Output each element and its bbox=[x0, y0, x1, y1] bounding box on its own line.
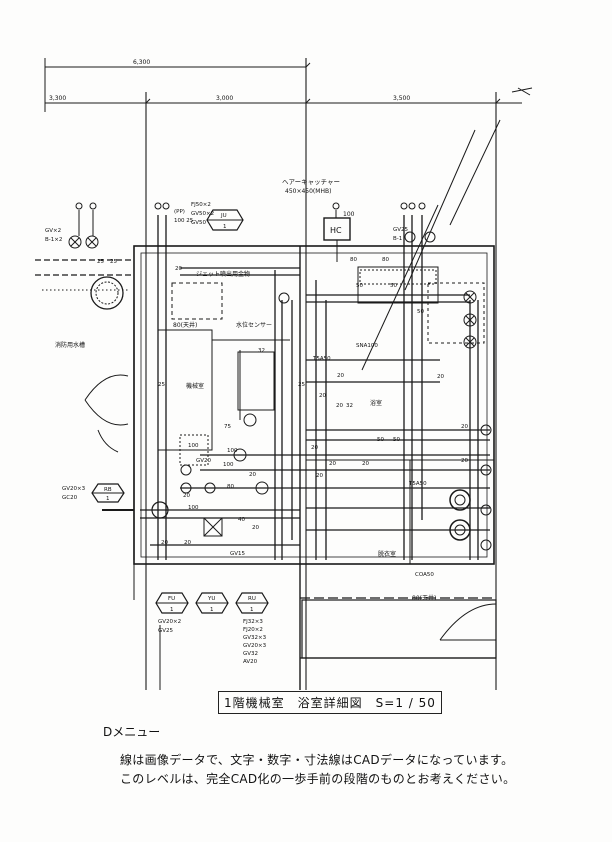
svg-text:20: 20 bbox=[161, 540, 168, 546]
svg-text:20: 20 bbox=[461, 458, 468, 464]
svg-text:25: 25 bbox=[158, 382, 165, 388]
label-fire-tank: 消防用水槽 bbox=[55, 341, 85, 349]
tag-ru-num: 1 bbox=[250, 607, 254, 613]
svg-text:20: 20 bbox=[461, 424, 468, 430]
label-b1: B-1 bbox=[393, 236, 402, 242]
tag-fu: FU bbox=[168, 596, 175, 602]
tag-ru: RU bbox=[248, 596, 256, 602]
label-jet-metal: ジェット噴出用金物 bbox=[196, 270, 250, 278]
label-hc-100: 100 bbox=[343, 211, 355, 218]
label-fu-spec-2: GV25 bbox=[158, 628, 174, 634]
svg-text:50: 50 bbox=[390, 283, 397, 289]
note-line-1: 線は画像データで、文字・数字・寸法線はCADデータになっています。 bbox=[120, 753, 514, 767]
pipe-dimension-labels: 25 25 20 80 50 50 32 50 20 20 20 32 20 2… bbox=[97, 257, 468, 546]
svg-text:20: 20 bbox=[175, 266, 182, 272]
svg-text:20: 20 bbox=[311, 445, 318, 451]
label-t5a50-b: T5A50 bbox=[408, 481, 427, 487]
svg-text:20: 20 bbox=[437, 374, 444, 380]
svg-text:25: 25 bbox=[97, 259, 104, 265]
label-gv50x2: GV50×2 bbox=[191, 211, 214, 217]
label-ru-spec-2: FJ20×2 bbox=[243, 627, 263, 633]
label-gv20: GV20 bbox=[196, 458, 212, 464]
svg-text:100: 100 bbox=[227, 448, 238, 454]
dim-3500: 3,500 bbox=[393, 95, 410, 102]
tag-ju: JU bbox=[220, 213, 227, 219]
svg-text:100: 100 bbox=[188, 505, 199, 511]
label-water-sensor: 水位センサー bbox=[236, 321, 272, 329]
label-hc: HC bbox=[330, 226, 342, 235]
svg-text:75: 75 bbox=[224, 424, 231, 430]
label-dressing-room: 脱衣室 bbox=[378, 550, 396, 558]
svg-text:20: 20 bbox=[316, 473, 323, 479]
svg-text:20: 20 bbox=[362, 461, 369, 467]
drawing-title: 1階機械室 浴室詳細図 S=1 / 50 bbox=[218, 691, 442, 714]
svg-text:20: 20 bbox=[319, 393, 326, 399]
svg-text:20: 20 bbox=[183, 493, 190, 499]
label-hair-catcher-size: 450×450(MHB) bbox=[285, 188, 331, 195]
svg-text:32: 32 bbox=[258, 348, 265, 354]
svg-text:20: 20 bbox=[184, 540, 191, 546]
label-bathroom: 浴室 bbox=[370, 399, 382, 407]
svg-text:80: 80 bbox=[382, 257, 389, 263]
label-ceiling-80: 80(天井) bbox=[173, 321, 197, 329]
svg-text:80: 80 bbox=[227, 484, 234, 490]
dim-3300: 3,300 bbox=[49, 95, 66, 102]
svg-text:50: 50 bbox=[377, 437, 384, 443]
svg-text:20: 20 bbox=[249, 472, 256, 478]
label-ru-spec-6: AV20 bbox=[243, 659, 258, 665]
label-ru-spec-3: GV32×3 bbox=[243, 635, 267, 641]
svg-text:50: 50 bbox=[356, 283, 363, 289]
svg-text:20: 20 bbox=[336, 403, 343, 409]
label-gv15: GV15 bbox=[230, 551, 246, 557]
label-gv20x3: GV20×3 bbox=[62, 486, 86, 492]
label-coa50: COA50 bbox=[415, 572, 434, 578]
label-gv50: GV50 bbox=[191, 220, 207, 226]
svg-text:25: 25 bbox=[298, 382, 305, 388]
svg-text:32: 32 bbox=[346, 403, 353, 409]
tag-rb-num: 1 bbox=[106, 496, 110, 502]
menu-label: Dメニュー bbox=[103, 725, 161, 739]
label-fj50: FJ50×2 bbox=[191, 202, 211, 208]
svg-text:50: 50 bbox=[393, 437, 400, 443]
tag-yu: YU bbox=[207, 596, 215, 602]
label-ru-spec-5: GV32 bbox=[243, 651, 258, 657]
svg-text:50: 50 bbox=[417, 309, 424, 315]
label-fu-spec-1: GV20×2 bbox=[158, 619, 181, 625]
dim-overall: 6,300 bbox=[133, 59, 150, 66]
dim-3000: 3,000 bbox=[216, 95, 233, 102]
svg-text:40: 40 bbox=[238, 517, 245, 523]
label-machine-room: 機械室 bbox=[186, 382, 204, 390]
label-t5a50-a: T5A50 bbox=[312, 356, 331, 362]
svg-text:20: 20 bbox=[337, 373, 344, 379]
label-ceiling-80b: 80(天井) bbox=[412, 594, 436, 602]
tag-fu-num: 1 bbox=[170, 607, 174, 613]
svg-text:100: 100 bbox=[223, 462, 234, 468]
svg-text:25: 25 bbox=[110, 259, 117, 265]
tag-yu-num: 1 bbox=[210, 607, 214, 613]
label-ru-spec-4: GV20×3 bbox=[243, 643, 267, 649]
label-b1-x2: B-1×2 bbox=[45, 237, 62, 243]
label-hair-catcher: ヘアーキャッチャー bbox=[282, 178, 340, 186]
svg-text:20: 20 bbox=[329, 461, 336, 467]
tag-ju-num: 1 bbox=[223, 224, 227, 230]
label-gv25: GV25 bbox=[393, 227, 409, 233]
note-line-2: このレベルは、完全CAD化の一歩手前の段階のものとお考えください。 bbox=[120, 772, 516, 786]
label-gv-x2: GV×2 bbox=[45, 228, 61, 234]
svg-text:100: 100 bbox=[188, 443, 199, 449]
tag-rb: RB bbox=[104, 487, 112, 493]
label-sna100: SNA100 bbox=[356, 343, 378, 349]
label-gc20: GC20 bbox=[62, 495, 78, 501]
svg-text:20: 20 bbox=[252, 525, 259, 531]
label-ru-spec-1: FJ32×3 bbox=[243, 619, 263, 625]
svg-text:80: 80 bbox=[350, 257, 357, 263]
label-pp-size: 100 25 bbox=[174, 218, 194, 224]
label-pp: (PP) bbox=[174, 209, 185, 215]
